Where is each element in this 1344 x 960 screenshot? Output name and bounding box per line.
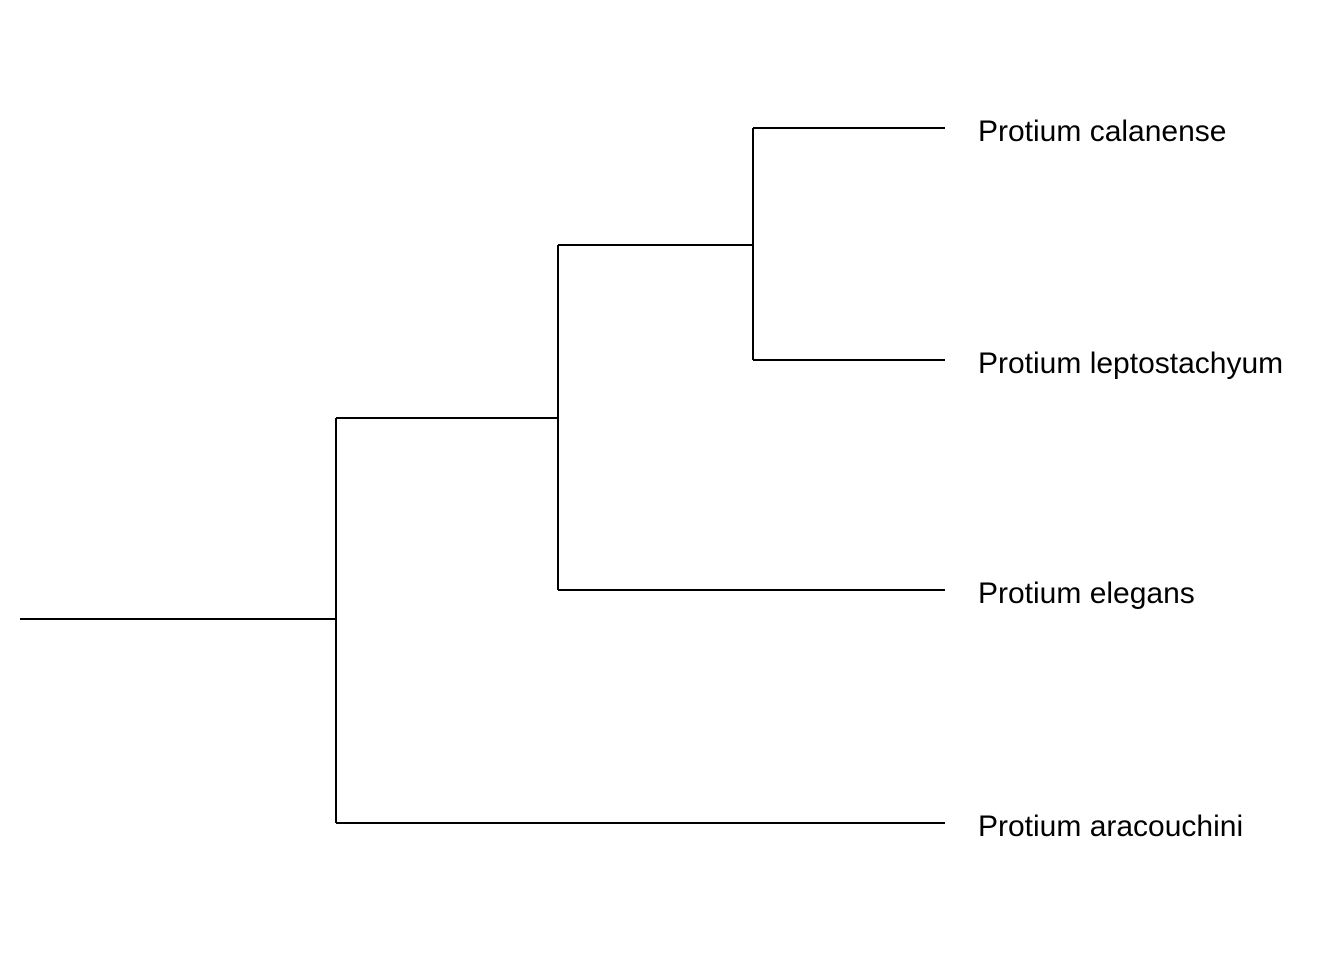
tree-branches-group	[20, 127, 945, 824]
tip-label-leptostachyum: Protium leptostachyum	[978, 347, 1284, 380]
tip-label-elegans: Protium elegans	[978, 577, 1195, 610]
tip-label-aracouchini: Protium aracouchini	[978, 810, 1244, 843]
tip-label-calanense: Protium calanense	[978, 115, 1227, 148]
